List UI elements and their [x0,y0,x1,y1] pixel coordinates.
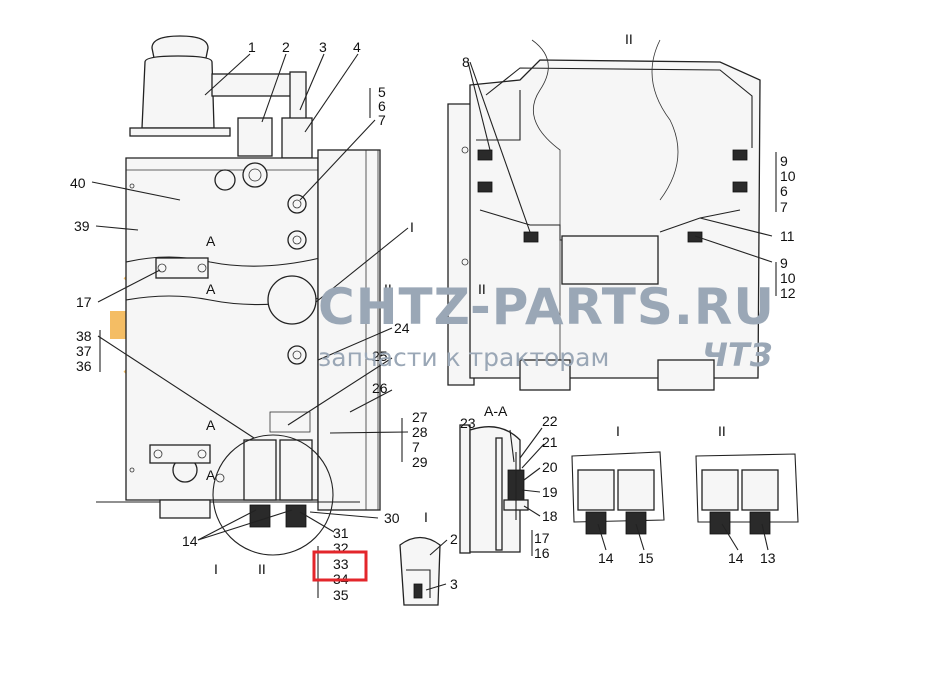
section-marker: А [206,281,216,297]
detail-II: II [695,423,799,535]
detail-I-title: I [616,423,620,439]
callout-label: 19 [542,484,558,500]
section-AA: А-А [459,403,529,554]
callout-label: 18 [542,508,558,524]
callout-label: 37 [76,343,92,359]
callout-label: 5 [378,84,386,100]
callout-label: 27 [412,409,428,425]
callout-label: 23 [460,415,476,431]
detail-I-small-title: I [424,509,428,525]
callout-label: 3 [450,576,458,592]
view-marker-I: I [214,561,218,577]
callout-label: 10 [780,168,796,184]
callout-label: 11 [780,228,795,244]
callout-label: 12 [780,285,796,301]
callout-label: 20 [542,459,558,475]
callout-label: 29 [412,454,428,470]
section-marker: А [206,233,216,249]
section-AA-title: А-А [484,403,508,419]
callout-label: 7 [412,439,420,455]
view-marker-II: II [258,561,266,577]
callout-label: 40 [70,175,86,191]
view-marker-II: II [384,281,392,297]
main-view [96,35,381,556]
callout-label: 7 [378,112,386,128]
highlight-box [312,550,368,582]
callout-label: 25 [372,348,388,364]
callout-label: 28 [412,424,428,440]
callout-label: 15 [638,550,654,566]
callout-label: 22 [542,413,558,429]
section-marker: А [206,417,216,433]
callout-label: 9 [780,255,788,271]
view-II: II [447,31,761,391]
callout-label-highlighted: 33 [333,556,349,572]
detail-I-small: I [399,509,441,606]
view-II-title: II [625,31,633,47]
callout-label: 32 [333,540,349,556]
callout-label: 6 [378,98,386,114]
callout-label: 14 [182,533,198,549]
callout-label: 13 [760,550,776,566]
callout-label: 3 [319,39,327,55]
callout-label: 26 [372,380,388,396]
view-marker-II: II [478,281,486,297]
callout-label: 21 [542,434,558,450]
callout-label: 38 [76,328,92,344]
watermark-tagline-suffix: ЧТЗ [702,336,772,374]
section-marker: А [206,467,216,483]
detail-II-title: II [718,423,726,439]
leader-lines [91,53,777,598]
callout-label: 30 [384,510,400,526]
callout-label: 4 [353,39,361,55]
callout-labels: 1 2 3 4 5 6 7 40 39 17 38 37 36 24 25 26… [70,39,796,603]
callout-label: 9 [780,153,788,169]
callout-label: 1 [248,39,256,55]
callout-label: 14 [728,550,744,566]
callout-label: 10 [780,270,796,286]
callout-label: 39 [74,218,90,234]
callout-label: 14 [598,550,614,566]
callout-label: 16 [534,545,550,561]
callout-label: 7 [780,199,788,215]
callout-label: 35 [333,587,349,603]
callout-label: 2 [450,531,458,547]
watermark: CHTZ-PARTS.RU запчасти к тракторам ЧТЗ [318,278,775,374]
watermark-tagline: запчасти к тракторам [318,343,609,372]
watermark-brand: CHTZ-PARTS.RU [318,278,775,336]
callout-label: 24 [394,320,410,336]
callout-label: 17 [76,294,92,310]
callout-label: 17 [534,530,550,546]
detail-I: I [571,423,665,535]
callout-label: 8 [462,54,470,70]
callout-label: 6 [780,183,788,199]
callout-label: 36 [76,358,92,374]
callout-label: 2 [282,39,290,55]
view-marker-I: I [410,219,414,235]
callout-label: 31 [333,525,349,541]
